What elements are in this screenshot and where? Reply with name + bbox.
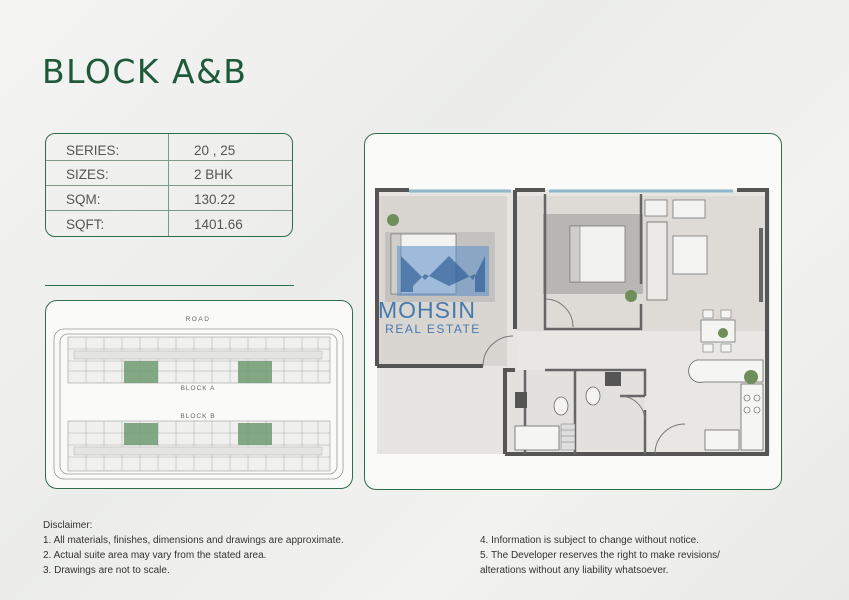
- disclaimer-right: 4. Information is subject to change with…: [480, 533, 720, 578]
- dining-table: [700, 319, 736, 343]
- disclaimer-item: 5. The Developer reserves the right to m…: [480, 550, 720, 561]
- sofa: [646, 221, 668, 301]
- block-b-label: BLOCK B: [180, 413, 215, 420]
- disclaimer-item: 1. All materials, finishes, dimensions a…: [43, 535, 344, 546]
- watermark-subtitle: REAL ESTATE: [385, 322, 481, 336]
- site-plan-drawing: ROAD BLOCK A BLOCK B: [53, 316, 344, 480]
- block-a-label: BLOCK A: [181, 385, 216, 392]
- spec-row-sizes: SIZES: 2 BHK: [46, 160, 292, 187]
- floor-plan-image: MOHSIN REAL ESTATE: [364, 133, 782, 490]
- spec-row-sqm: SQM: 130.22: [46, 185, 292, 212]
- disclaimer-left: Disclaimer: 1. All materials, finishes, …: [43, 518, 344, 578]
- site-plan-image: ROAD BLOCK A BLOCK B: [45, 300, 353, 489]
- spec-value: 1401.66: [194, 216, 243, 232]
- highlight-unit: [238, 423, 272, 445]
- road-label: ROAD: [186, 316, 211, 323]
- watermark-name: MOHSIN: [378, 297, 476, 323]
- page-title: BLOCK A&B: [42, 52, 248, 91]
- mohsin-logo-watermark: MOHSIN REAL ESTATE: [378, 246, 489, 336]
- disclaimer-heading: Disclaimer:: [43, 520, 93, 531]
- spec-label: SQM:: [66, 191, 101, 207]
- disclaimer-item: 4. Information is subject to change with…: [480, 535, 700, 546]
- disclaimer-item: alterations without any liability whatso…: [480, 565, 669, 576]
- disclaimer-item: 2. Actual suite area may vary from the s…: [43, 550, 267, 561]
- block-a: [67, 336, 331, 384]
- spec-value: 2 BHK: [194, 166, 234, 182]
- spec-row-series: SERIES: 20 , 25: [46, 137, 292, 163]
- spec-label: SQFT:: [66, 216, 105, 232]
- floor-plan-drawing: MOHSIN REAL ESTATE: [375, 188, 770, 456]
- block-b: [67, 420, 331, 472]
- spec-label: SERIES:: [66, 142, 120, 158]
- spec-row-sqft: SQFT: 1401.66: [46, 210, 292, 237]
- highlight-unit: [124, 423, 158, 445]
- section-divider: [45, 285, 294, 286]
- disclaimer-item: 3. Drawings are not to scale.: [43, 565, 170, 576]
- highlight-unit: [124, 361, 158, 383]
- spec-table: SERIES: 20 , 25 SIZES: 2 BHK SQM: 130.22…: [45, 133, 293, 237]
- spec-value: 130.22: [194, 191, 236, 207]
- spec-label: SIZES:: [66, 166, 109, 182]
- spec-value: 20 , 25: [194, 142, 236, 158]
- highlight-unit: [238, 361, 272, 383]
- plant-icon: [387, 214, 758, 384]
